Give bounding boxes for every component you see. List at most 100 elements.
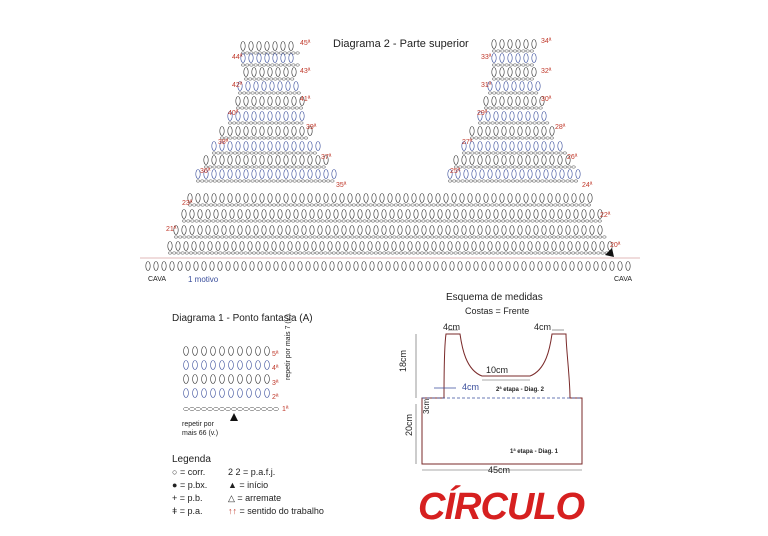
stitch-symbol [272,53,278,63]
chain-symbol [211,219,216,223]
chain-symbol [461,151,467,155]
total-width: 45cm [488,465,511,475]
row-number-label: 31ª [481,82,492,89]
legend-text: = p.bx. [179,480,208,490]
stitch-symbol [277,225,283,235]
chain-symbol [229,203,235,207]
chain-symbol [436,251,441,255]
stitch-symbol [243,193,249,203]
chain-symbol [505,219,510,223]
chain-symbol [477,179,482,183]
chain-symbol [415,251,420,255]
chain-symbol [294,106,299,110]
chain-symbol [504,63,509,67]
stitch-symbol [331,193,337,203]
chain-symbol [299,235,305,239]
row-number-label: 27ª [462,139,473,146]
stitch-symbol [291,169,297,179]
chain-symbol [503,151,509,155]
row-number-label: 39ª [306,124,317,131]
chain-symbol [331,251,336,255]
chain-symbol [453,251,458,255]
stitch-symbol [264,360,270,370]
chain-symbol [318,203,323,207]
chain-symbol [278,219,283,223]
chain-symbol [285,251,290,255]
chain-symbol [255,203,260,207]
stitch-symbol [425,261,431,271]
chain-symbol [519,179,524,183]
chain-symbol [274,151,280,155]
chain-symbol [598,235,603,239]
legend-text: = arremate [237,493,282,503]
chain-symbol [232,136,237,140]
chain-symbol [245,151,250,155]
chain-symbol [356,251,362,255]
chain-symbol [288,203,293,207]
chain-symbol [270,63,275,67]
stitch-symbol [507,193,513,203]
chain-symbol [275,165,280,169]
chain-symbol [513,219,518,223]
chain-symbol [467,219,472,223]
chain-symbol [263,91,268,95]
chain-symbol [484,219,489,223]
chain-symbol [286,106,291,110]
stitch-symbol [227,155,233,165]
stitch-symbol [477,225,483,235]
chain-symbol [278,51,283,55]
chain-symbol [554,165,559,169]
repeat-right-note: repetir por mais 7 (v.) [285,314,292,380]
chain-symbol [214,251,219,255]
stitch-symbol [485,155,491,165]
stitch-symbol [523,53,529,63]
stitch-symbol [235,126,241,136]
stitch-symbol [591,241,597,251]
stitch-symbol [219,169,225,179]
chain-symbol [266,151,271,155]
chain-symbol [228,235,233,239]
chain-symbol [509,106,514,110]
stitch-symbol [267,193,273,203]
chain-symbol [477,121,483,125]
chain-symbol [512,251,517,255]
stitch-symbol [267,169,273,179]
chain-symbol [350,235,355,239]
d1-shapes [183,346,279,421]
chain-symbol [287,235,292,239]
stitch-symbol [431,241,437,251]
chain-symbol [273,77,278,81]
chain-symbol [354,235,359,239]
legend-item: △ = arremate [228,493,281,504]
chain-symbol [265,106,270,110]
chain-symbol [375,235,380,239]
stitch-symbol [367,241,373,251]
stitch-symbol [271,241,277,251]
stitch-symbol [315,141,321,151]
stitch-symbol [210,360,216,370]
row-number-label: 35ª [336,182,347,189]
stitch-symbol [519,81,525,91]
chain-symbol [262,165,267,169]
stitch-symbol [240,53,246,63]
chain-symbol [457,251,462,255]
chain-symbol [275,91,280,95]
stitch-symbol [487,81,493,91]
stitch-symbol [243,96,249,106]
chain-symbol [337,235,342,239]
stitch-symbol [495,81,501,91]
chain-symbol [600,251,605,255]
chain-symbol [208,179,213,183]
chain-symbol [597,219,602,223]
chain-symbol [249,151,254,155]
chain-symbol [321,165,326,169]
stitch-symbol [246,360,252,370]
stitch-symbol [233,261,239,271]
chain-symbol [261,121,266,125]
chain-symbol [320,235,326,239]
stitch-symbol [323,193,329,203]
chain-symbol [456,179,461,183]
chain-symbol [211,151,217,155]
chain-symbol [241,235,246,239]
chain-symbol [419,251,425,255]
